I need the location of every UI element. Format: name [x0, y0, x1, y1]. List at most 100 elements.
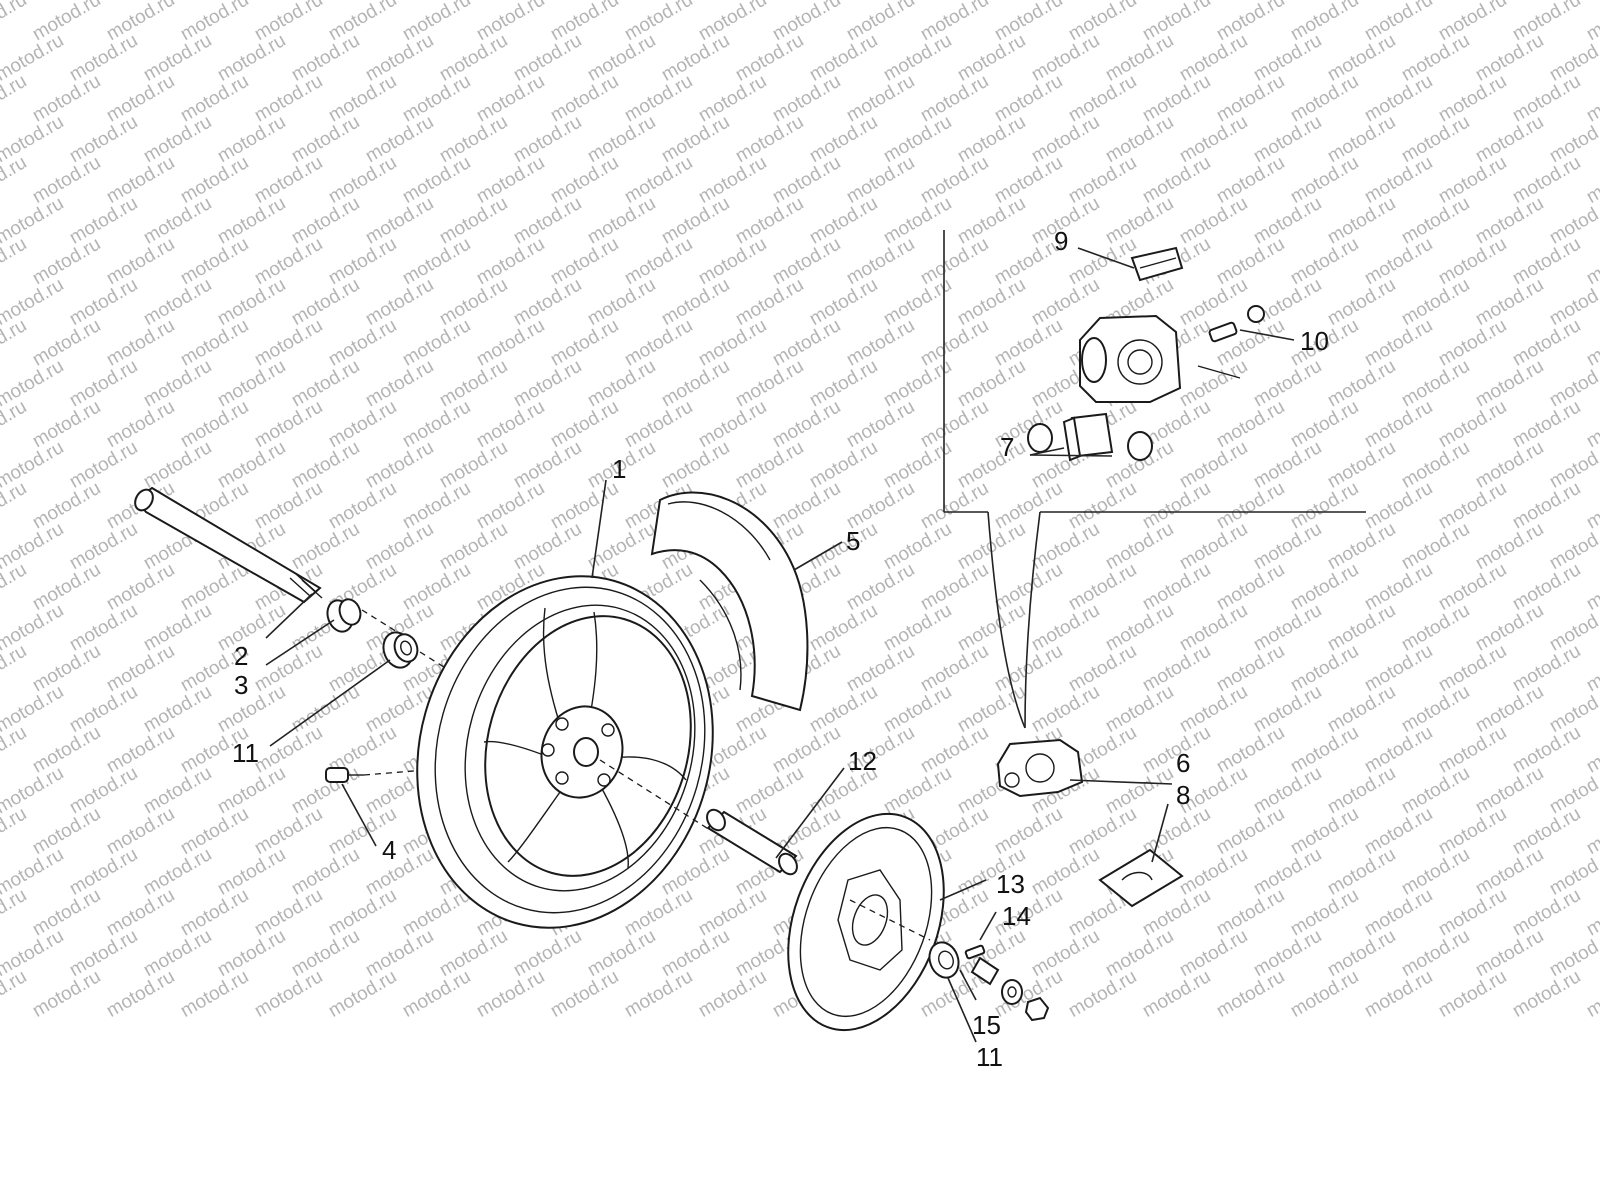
callout-11-left: 11 — [232, 738, 259, 768]
watermark-text: motod.ru — [288, 518, 363, 574]
watermark-text: motod.ru — [1583, 315, 1600, 371]
inset-frame — [943, 230, 1366, 729]
watermark-text: motod.ru — [1435, 396, 1510, 452]
watermark-text: motod.ru — [954, 193, 1029, 249]
watermark-text: motod.ru — [473, 315, 548, 371]
watermark-text: motod.ru — [66, 111, 141, 167]
callout-6: 6 — [1176, 748, 1190, 778]
watermark-text: motod.ru — [362, 518, 437, 574]
watermark-text: motod.ru — [843, 559, 918, 615]
watermark-text: motod.ru — [510, 30, 585, 86]
watermark-text: motod.ru — [695, 966, 770, 1022]
watermark-text: motod.ru — [695, 234, 770, 290]
watermark-text: motod.ru — [658, 193, 733, 249]
watermark-text: motod.ru — [1065, 234, 1140, 290]
watermark-text: motod.ru — [362, 844, 437, 900]
watermark-text: motod.ru — [1509, 559, 1584, 615]
watermark-text: motod.ru — [621, 152, 696, 208]
watermark-text: motod.ru — [1028, 30, 1103, 86]
watermark-text: motod.ru — [769, 152, 844, 208]
watermark-text: motod.ru — [325, 152, 400, 208]
watermark-text: motod.ru — [177, 803, 252, 859]
watermark-text: motod.ru — [325, 478, 400, 534]
watermark-text: motod.ru — [658, 30, 733, 86]
watermark-text: motod.ru — [1287, 803, 1362, 859]
watermark-text: motod.ru — [1324, 925, 1399, 981]
watermark-text: motod.ru — [1176, 600, 1251, 656]
watermark-text: motod.ru — [1398, 925, 1473, 981]
watermark-text: motod.ru — [66, 518, 141, 574]
watermark-text: motod.ru — [769, 478, 844, 534]
watermark-text: motod.ru — [1583, 966, 1600, 1022]
watermark-text: motod.ru — [1583, 478, 1600, 534]
watermark-text: motod.ru — [362, 437, 437, 493]
watermark-text: motod.ru — [1287, 722, 1362, 778]
watermark-text: motod.ru — [1176, 356, 1251, 412]
watermark-text: motod.ru — [547, 315, 622, 371]
watermark-text: motod.ru — [1102, 30, 1177, 86]
watermark-text: motod.ru — [214, 30, 289, 86]
watermark-text: motod.ru — [362, 274, 437, 330]
watermark-text: motod.ru — [806, 437, 881, 493]
watermark-text: motod.ru — [1435, 315, 1510, 371]
watermark-text: motod.ru — [547, 966, 622, 1022]
watermark-text: motod.ru — [1213, 234, 1288, 290]
watermark-text: motod.ru — [325, 315, 400, 371]
watermark-text: motod.ru — [1287, 966, 1362, 1022]
watermark-text: motod.ru — [843, 641, 918, 697]
watermark-text: motod.ru — [584, 193, 659, 249]
watermark-text: motod.ru — [1583, 722, 1600, 778]
watermark-text: motod.ru — [1139, 641, 1214, 697]
watermark-text: motod.ru — [769, 396, 844, 452]
watermark-text: motod.ru — [954, 111, 1029, 167]
watermark-text: motod.ru — [806, 30, 881, 86]
watermark-text: motod.ru — [1361, 885, 1436, 941]
watermark-text: motod.ru — [140, 600, 215, 656]
watermark-text: motod.ru — [1398, 763, 1473, 819]
watermark-text: motod.ru — [621, 966, 696, 1022]
watermark-text: motod.ru — [806, 356, 881, 412]
watermark-text: motod.ru — [658, 437, 733, 493]
watermark-text: motod.ru — [288, 30, 363, 86]
watermark-text: motod.ru — [1361, 559, 1436, 615]
watermark-text: motod.ru — [288, 193, 363, 249]
watermark-text: motod.ru — [436, 437, 511, 493]
watermark-text: motod.ru — [103, 234, 178, 290]
watermark-text: motod.ru — [1324, 763, 1399, 819]
watermark-text: motod.ru — [880, 518, 955, 574]
watermark-text: motod.ru — [1028, 600, 1103, 656]
watermark-text: motod.ru — [1509, 315, 1584, 371]
watermark-text: motod.ru — [1213, 885, 1288, 941]
watermark-text: motod.ru — [1065, 152, 1140, 208]
watermark-text: motod.ru — [66, 193, 141, 249]
watermark-text: motod.ru — [251, 234, 326, 290]
watermark-text: motod.ru — [1102, 925, 1177, 981]
bearing-right — [928, 941, 960, 979]
watermark-text: motod.ru — [1250, 356, 1325, 412]
watermark-text: motod.ru — [66, 681, 141, 737]
watermark-text: motod.ru — [177, 234, 252, 290]
watermark-text: motod.ru — [66, 274, 141, 330]
watermark-text: motod.ru — [473, 152, 548, 208]
watermark-text: motod.ru — [769, 71, 844, 127]
watermark-text: motod.ru — [29, 559, 104, 615]
watermark-text: motod.ru — [1361, 641, 1436, 697]
watermark-text: motod.ru — [1435, 641, 1510, 697]
watermark-text: motod.ru — [991, 559, 1066, 615]
spacer-washer-nut — [970, 956, 1050, 1022]
watermark-text: motod.ru — [1361, 234, 1436, 290]
watermark-text: motod.ru — [1176, 111, 1251, 167]
callout-11-right: 11 — [976, 1042, 1003, 1072]
watermark-text: motod.ru — [1361, 722, 1436, 778]
watermark-text: motod.ru — [140, 925, 215, 981]
watermark-text: motod.ru — [251, 803, 326, 859]
watermark-text: motod.ru — [1176, 274, 1251, 330]
watermark-text: motod.ru — [1509, 641, 1584, 697]
watermark-text: motod.ru — [1361, 396, 1436, 452]
watermark-text: motod.ru — [1398, 111, 1473, 167]
watermark-text: motod.ru — [1398, 681, 1473, 737]
watermark-text: motod.ru — [251, 0, 326, 45]
watermark-text: motod.ru — [1028, 518, 1103, 574]
watermark-text: motod.ru — [325, 966, 400, 1022]
watermark-text: motod.ru — [732, 356, 807, 412]
